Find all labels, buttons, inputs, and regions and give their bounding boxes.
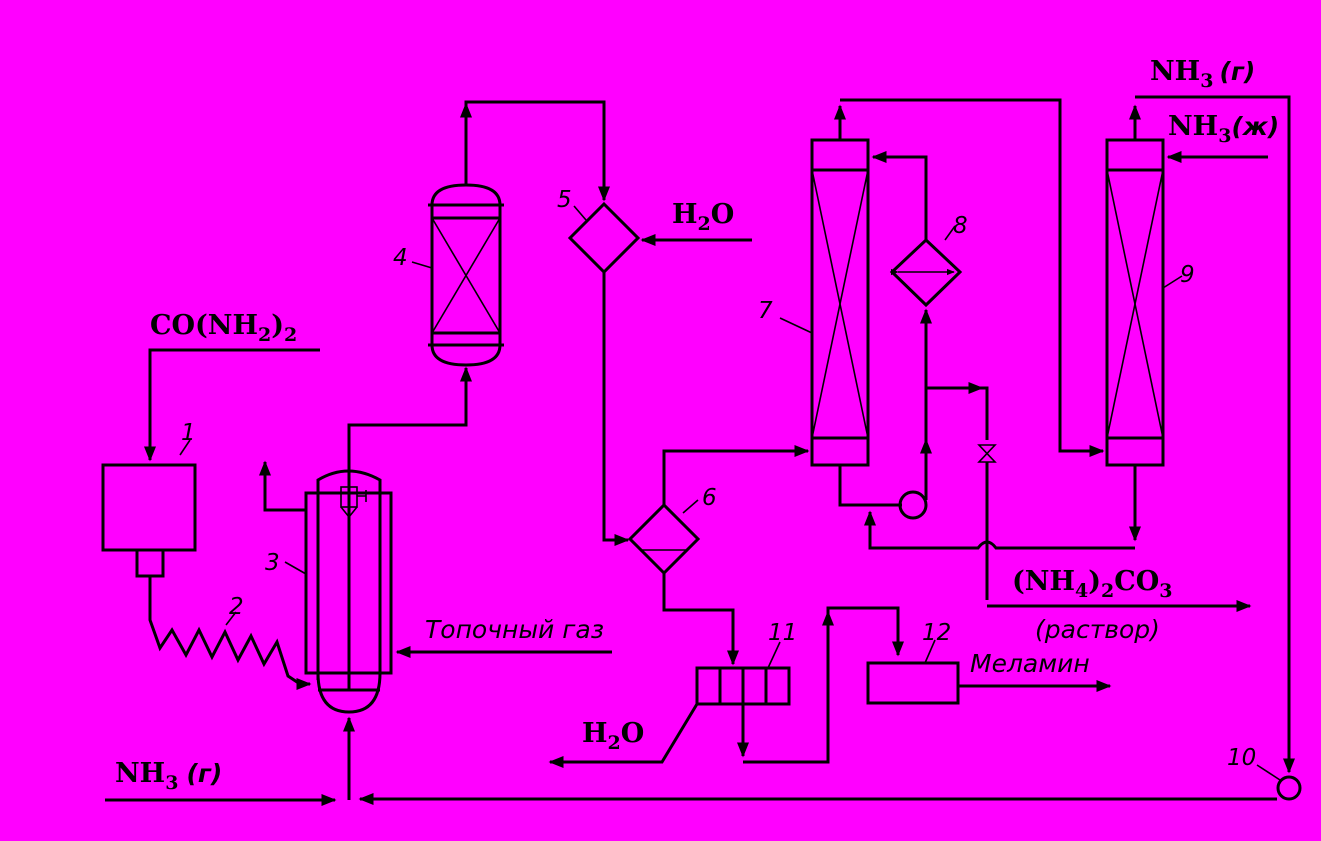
urea-label: CO(NH2)2 xyxy=(150,310,297,346)
11-up-line xyxy=(743,610,834,764)
leader-lines xyxy=(179,205,1281,781)
7-bottom-line xyxy=(838,465,902,507)
melamine-label: Меламин xyxy=(970,649,1090,678)
heater-8 xyxy=(889,237,963,308)
label-3: 3 xyxy=(265,550,280,576)
7-to-9-line xyxy=(840,98,1105,457)
5-to-6-line xyxy=(602,272,630,546)
label-4: 4 xyxy=(393,245,408,271)
reactor-to-4-line xyxy=(347,366,472,480)
label-6: 6 xyxy=(702,485,717,511)
label-1: 1 xyxy=(181,420,196,446)
water-11-label: H2O xyxy=(582,718,644,754)
column-4 xyxy=(428,183,504,367)
nh3-liquid-label: NH3(ж) xyxy=(1168,111,1279,147)
filter-11 xyxy=(695,666,791,706)
urea-feed-line xyxy=(144,348,320,462)
6-to-11-line xyxy=(662,573,739,666)
column-9 xyxy=(1105,138,1165,467)
label-2: 2 xyxy=(229,594,244,620)
hopper-1 xyxy=(101,463,197,578)
label-8: 8 xyxy=(953,213,968,239)
conveyor-2 xyxy=(148,576,312,690)
label-5: 5 xyxy=(557,187,572,213)
reactor-3 xyxy=(304,469,393,714)
9-to-10-line xyxy=(1135,95,1295,774)
11-to-12-line xyxy=(826,606,904,657)
branch-to-valve xyxy=(926,386,989,440)
flue-out-line xyxy=(259,460,306,512)
label-9: 9 xyxy=(1180,262,1195,288)
product-12 xyxy=(866,661,960,705)
label-7: 7 xyxy=(758,298,773,324)
ammonium-carbonate-label: (NH4)2CO3 xyxy=(1012,566,1172,602)
water-11-line xyxy=(548,703,699,768)
label-10: 10 xyxy=(1227,745,1256,771)
8-to-7-line xyxy=(871,151,928,240)
pump-10 xyxy=(1276,775,1302,801)
6-to-7-line xyxy=(662,445,810,505)
nh3-gas-bottom-label: NH3(г) xyxy=(115,758,222,794)
label-11: 11 xyxy=(768,620,797,646)
label-12: 12 xyxy=(922,620,951,646)
9-to-7-return-line xyxy=(864,510,1135,550)
pump-7 xyxy=(898,490,928,520)
separator-6 xyxy=(627,502,701,576)
4-to-5-line xyxy=(464,100,610,202)
column-7 xyxy=(810,138,870,467)
valve-icon xyxy=(977,444,997,463)
nh3-gas-top-label: NH3(г) xyxy=(1150,56,1255,92)
fuel-gas-label: Топочный газ xyxy=(425,615,604,644)
solution-label: (раствор) xyxy=(1035,615,1160,644)
water-5-label: H2O xyxy=(672,199,734,235)
